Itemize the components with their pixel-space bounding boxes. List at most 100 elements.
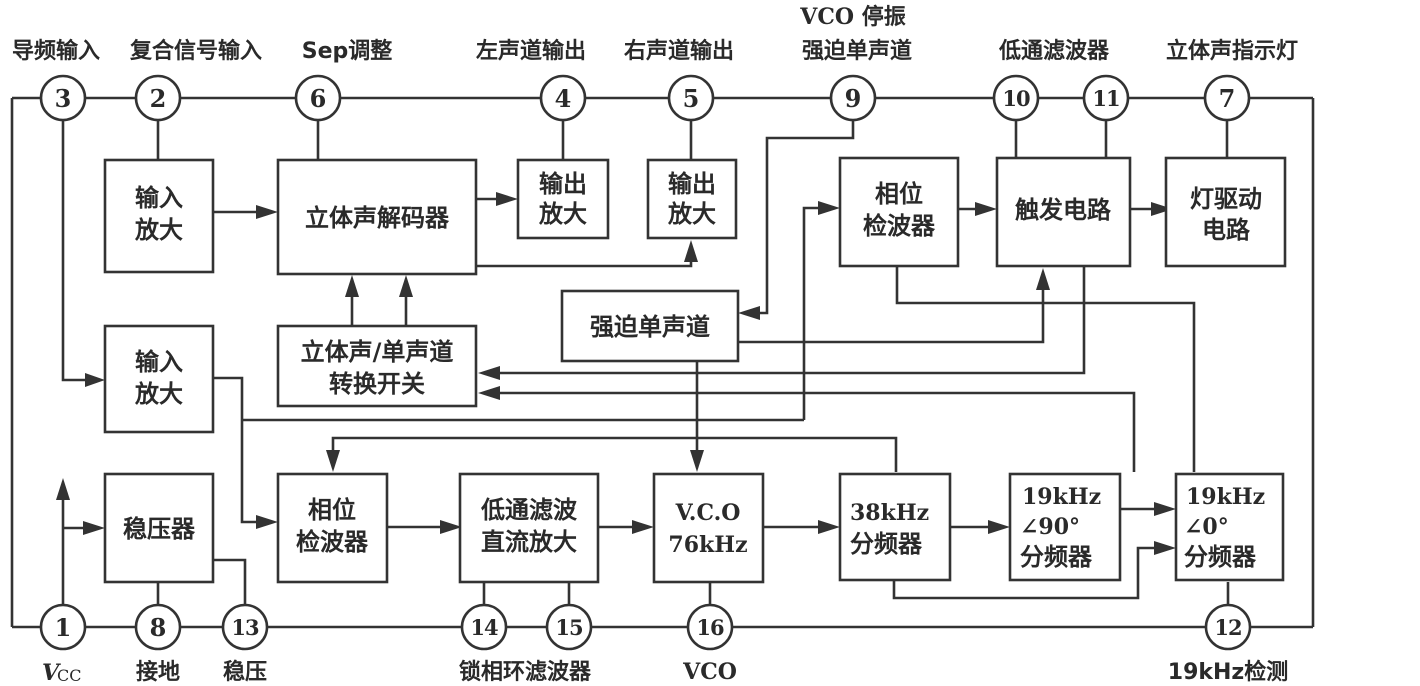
pin-8: 8 (134, 603, 182, 651)
arrow-phasedet-to-trigger (975, 202, 997, 216)
block-label: 38kHz (850, 500, 929, 526)
label-sep-adjust: Sep调整 (302, 38, 393, 64)
phasedet-top-to-19k0-wire (895, 266, 1196, 472)
arrow-pin3-to-amp2 (85, 373, 105, 387)
label-pll-filter: 锁相环滤波器 (459, 659, 592, 685)
label-stereo-lamp: 立体声指示灯 (1166, 38, 1298, 64)
block-label: 分频器 (850, 530, 923, 558)
label-right-out: 右声道输出 (624, 38, 734, 64)
block-label: ∠90° (1020, 514, 1080, 540)
arrow-19k90-to-switch (478, 386, 500, 400)
pin-12: 12 (1204, 603, 1252, 651)
arrow-vco-to-38k (818, 520, 840, 534)
label-19k-detect: 19kHz检测 (1168, 659, 1288, 685)
regulator-to-pin13-wire (213, 558, 247, 605)
arrowheads (56, 192, 1176, 555)
pin-4: 4 (539, 74, 587, 122)
pin-number: 10 (1002, 86, 1030, 111)
pin-number: 8 (150, 613, 167, 642)
block-divider-19k-90: 19kHz ∠90° 分频器 (1008, 472, 1122, 582)
decoder-to-rightamp-wire (476, 250, 693, 268)
block-label: 输入 (135, 184, 183, 212)
block-label: 放大 (667, 200, 716, 228)
label-vcc-v: V (42, 660, 61, 686)
label-vcc: V CC (42, 660, 81, 686)
pin-number: 12 (1214, 615, 1241, 640)
block-regulator: 稳压器 (103, 472, 215, 584)
pin-7: 7 (1203, 74, 1251, 122)
label-composite-in: 复合信号输入 (129, 38, 262, 64)
block-label: 19kHz (1022, 484, 1101, 510)
block-label: 检波器 (296, 528, 369, 556)
block-label: 电路 (1202, 216, 1251, 244)
arrow-switch-to-decoder-2 (399, 275, 413, 297)
pin-number: 15 (555, 615, 583, 640)
pin-number: 9 (845, 84, 862, 113)
block-phase-detector-top: 相位 检波器 (838, 156, 960, 268)
label-regulated: 稳压 (223, 659, 267, 685)
block-input-amp-2: 输入 放大 (103, 324, 215, 434)
block-label: 19kHz (1186, 484, 1265, 510)
pin-14: 14 (460, 603, 508, 651)
38k-to-19k0-wire (892, 546, 1166, 600)
pin-1: 1 (39, 603, 87, 651)
block-label: 放大 (134, 380, 183, 408)
block-label: 触发电路 (1015, 196, 1112, 224)
arrow-switch-to-decoder-1 (345, 275, 359, 297)
pin3-wire (61, 120, 95, 382)
pin-number: 7 (1219, 84, 1236, 113)
pin-number: 14 (470, 615, 498, 640)
pin-5: 5 (667, 74, 715, 122)
trigger-to-switch-wire (490, 266, 1086, 375)
div19k90-to-switch-wire (490, 391, 1136, 472)
arrow-vcc-to-regulator (83, 521, 105, 535)
label-vco-stop: VCO 停振 (799, 4, 905, 30)
pin-3: 3 (39, 74, 87, 122)
pin-number: 11 (1092, 86, 1119, 111)
block-label: 立体声解码器 (305, 204, 450, 232)
block-label: 放大 (538, 200, 587, 228)
arrow-into-phasedet-top (818, 201, 840, 215)
pin-number: 16 (696, 615, 724, 640)
pin-6: 6 (294, 74, 342, 122)
block-label: 分频器 (1184, 543, 1257, 571)
block-label: 稳压器 (123, 515, 196, 543)
arrow-feedback-to-phasedet (326, 450, 340, 472)
label-forced-mono: 强迫单声道 (802, 38, 912, 64)
block-label: 低通滤波 (480, 496, 578, 524)
pin-2: 2 (134, 74, 182, 122)
arrow-vcc-up (56, 478, 70, 500)
label-ground: 接地 (136, 660, 180, 685)
arrow-forcedmono-to-trigger (1036, 268, 1050, 290)
pin-number: 5 (683, 84, 700, 113)
pin-16: 16 (686, 603, 734, 651)
block-output-amp-right: 输出 放大 (646, 158, 738, 240)
block-label: 放大 (134, 216, 183, 244)
block-trigger-circuit: 触发电路 (995, 156, 1132, 268)
arrow-lowpass-to-vco (632, 520, 654, 534)
block-output-amp-left: 输出 放大 (516, 158, 610, 240)
phasedet-top-input-wire (802, 206, 830, 420)
arrow-amp2-to-phasedet (256, 515, 278, 529)
arrow-38k-to-19k0 (1154, 541, 1176, 555)
block-input-amp-1: 输入 放大 (103, 158, 215, 274)
block-stereo-mono-switch: 立体声/单声道 转换开关 (276, 324, 478, 408)
pin-15: 15 (545, 603, 593, 651)
arrow-pin9-to-forcedmono (738, 306, 760, 320)
pin-11: 11 (1082, 74, 1130, 122)
block-divider-38k: 38kHz 分频器 (838, 472, 952, 582)
block-label: 输出 (539, 170, 587, 198)
block-stereo-decoder: 立体声解码器 (276, 158, 478, 276)
amp2-to-phasedet-wire (213, 376, 268, 524)
block-label: 相位 (308, 496, 356, 524)
block-lowpass-dc-amp: 低通滤波 直流放大 (458, 472, 600, 584)
pin-number: 13 (231, 615, 259, 640)
arrow-phasedet-to-lowpass (440, 520, 462, 534)
feedback-to-phasedet-wire (331, 436, 898, 472)
pin-13: 13 (221, 603, 269, 651)
block-label: 相位 (875, 180, 923, 208)
label-vco: VCO (682, 659, 737, 685)
arrow-19k90-to-19k0 (1154, 502, 1176, 516)
label-lowpass: 低通滤波器 (998, 39, 1110, 64)
block-label: 76kHz (668, 532, 747, 558)
